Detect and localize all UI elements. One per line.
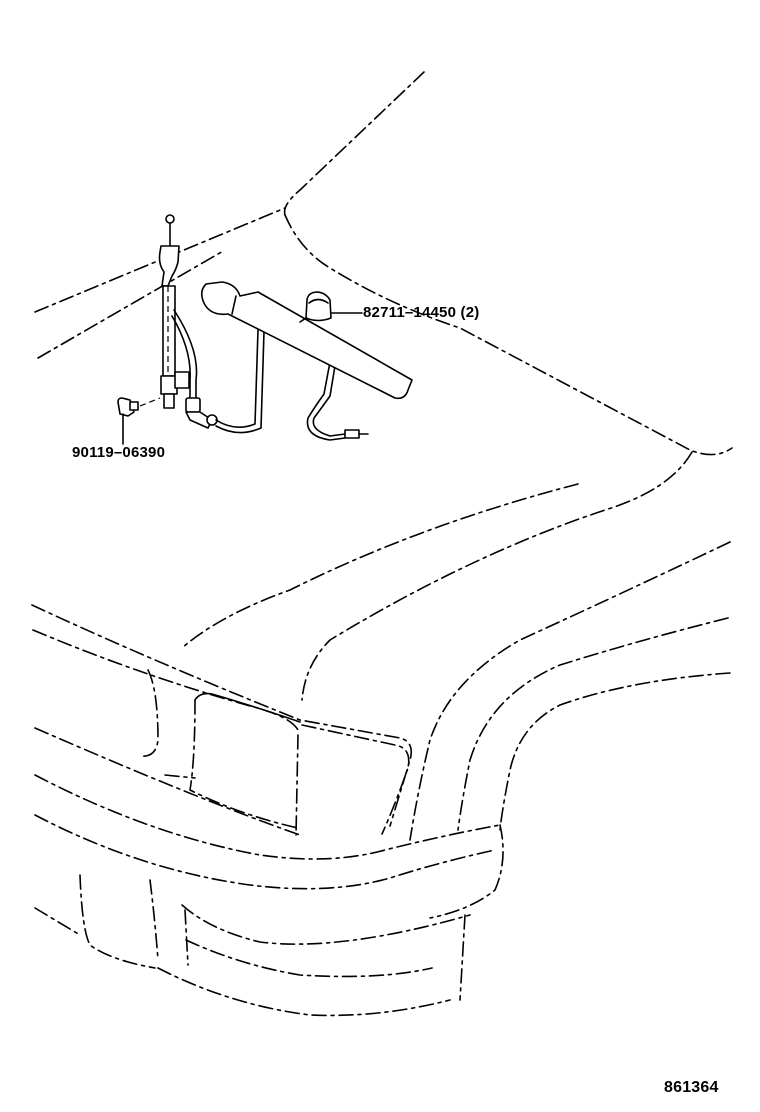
screw-part-number-label: 90119–06390	[72, 444, 166, 461]
clamp-part-number-label: 82711–14450 (2)	[363, 304, 480, 321]
illustration-number: 861364	[664, 1079, 719, 1096]
antenna-mast	[158, 214, 198, 409]
clamp-part	[299, 291, 332, 323]
vehicle-body-outline	[31, 71, 733, 1017]
screw-part	[117, 397, 161, 417]
harness-tube	[200, 281, 413, 400]
